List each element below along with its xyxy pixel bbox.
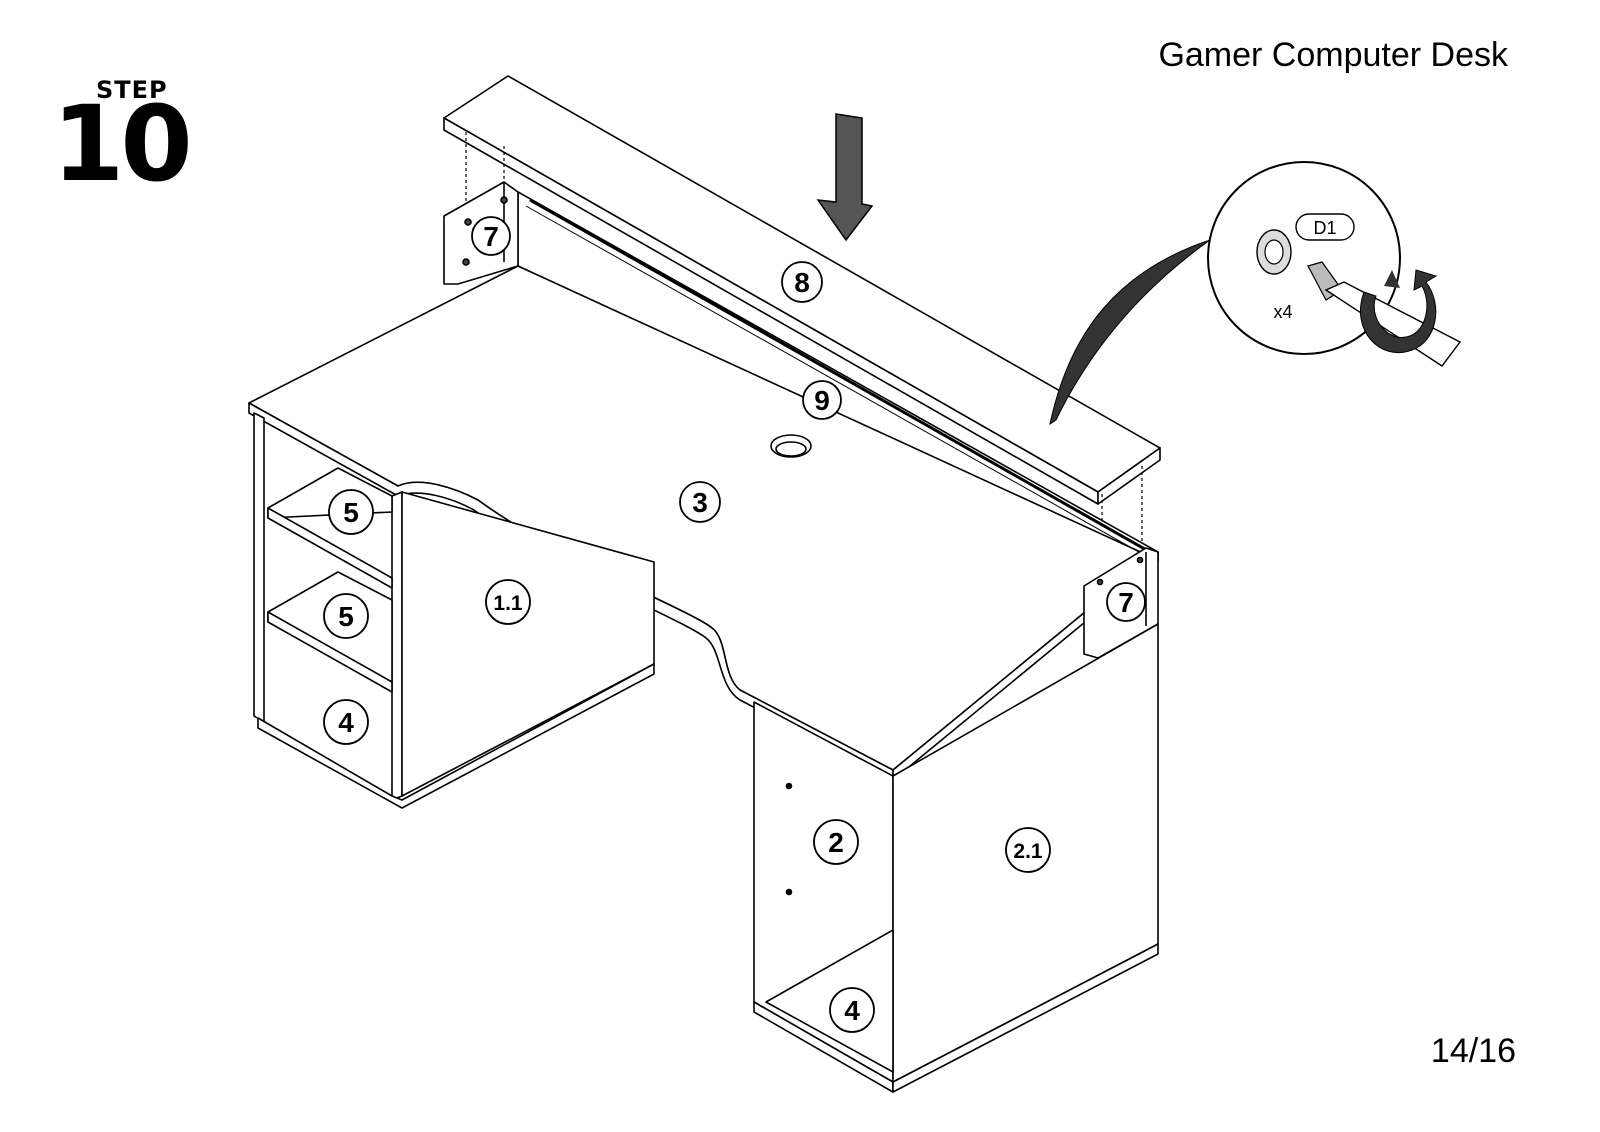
part-label-4-right: 4 [844, 995, 860, 1026]
document-title: Gamer Computer Desk [1158, 36, 1508, 74]
insert-arrow-icon [816, 113, 874, 242]
page-number: 14/16 [1430, 1032, 1516, 1070]
part-label-5-upper: 5 [343, 497, 359, 528]
part-label-5-lower: 5 [338, 601, 354, 632]
part-label-7-left: 7 [483, 221, 499, 252]
part-label-3: 3 [692, 487, 708, 518]
part-label-4-left: 4 [338, 707, 354, 738]
part-label-7-right: 7 [1118, 587, 1134, 618]
rotate-arrow-icon [1359, 269, 1438, 353]
part-label-9: 9 [814, 385, 830, 416]
part-label-1-1: 1.1 [493, 592, 523, 615]
hardware-detail [1207, 161, 1462, 367]
detail-pointer-icon [1049, 239, 1211, 426]
hardware-quantity: x4 [1273, 302, 1292, 322]
part-label-2-1: 2.1 [1013, 840, 1043, 863]
part-label-8: 8 [794, 267, 810, 298]
step-number: 10 [52, 83, 193, 205]
hardware-code: D1 [1313, 218, 1336, 238]
part-label-2: 2 [828, 827, 844, 858]
step-label: STEP [96, 76, 168, 104]
